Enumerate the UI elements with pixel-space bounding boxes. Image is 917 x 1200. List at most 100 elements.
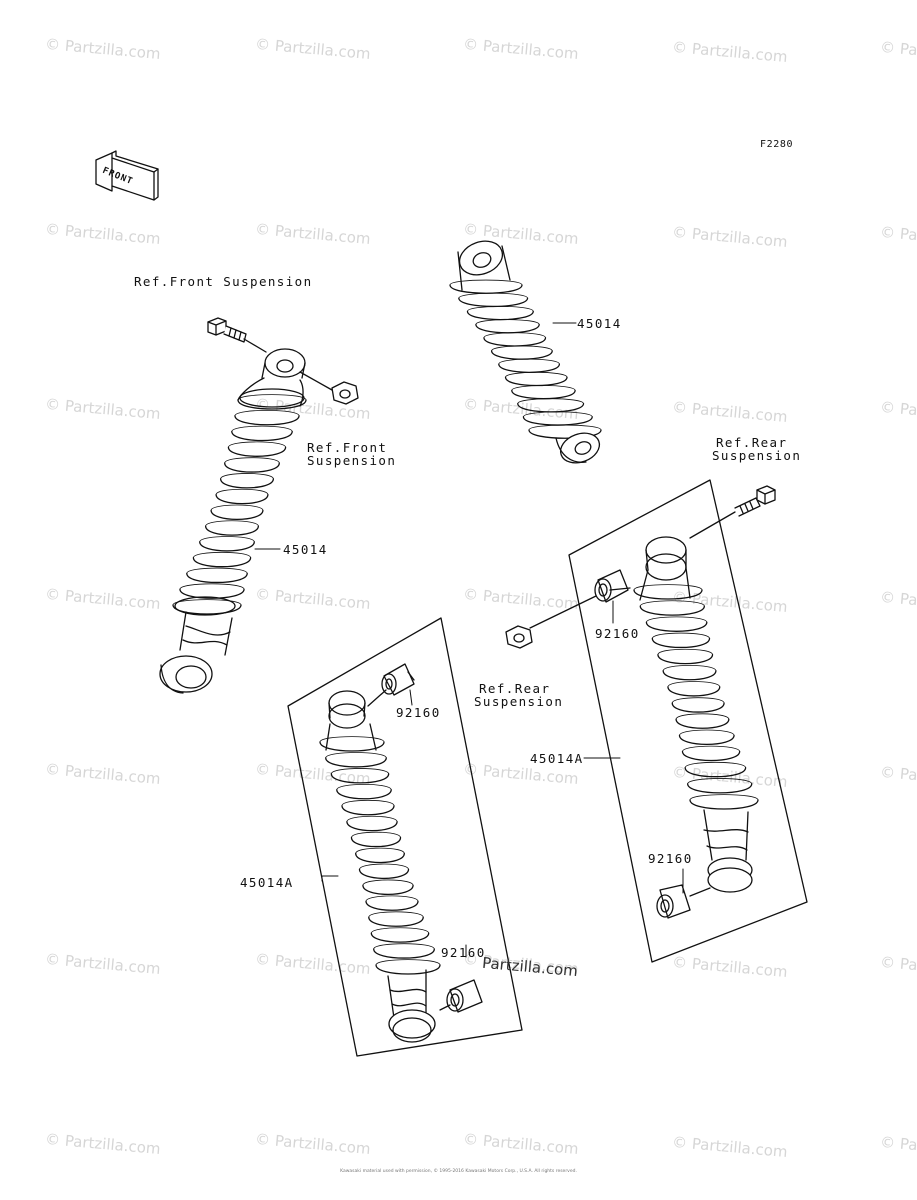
spring-coil-back <box>667 681 721 688</box>
label-ref-front-suspension-nut: Ref.Front Suspension <box>307 441 396 467</box>
spring-coil-back <box>498 358 560 365</box>
rear-shock-box-right <box>505 479 808 963</box>
spring-coil-back <box>679 729 735 736</box>
spring-coil-back <box>523 411 593 418</box>
label-line-2: Suspension <box>307 453 397 468</box>
spring-coil <box>475 323 540 334</box>
spring-coil-back <box>330 768 390 775</box>
spring-coil-back <box>237 394 307 401</box>
spring-coil-back <box>646 616 708 623</box>
spring-coil <box>504 376 568 387</box>
spring-coil-back <box>346 815 398 823</box>
spring-coil-back <box>657 648 713 656</box>
spring-coil <box>237 399 307 410</box>
spring-coil <box>368 916 424 927</box>
spring-coil <box>172 604 242 615</box>
spring-coil-back <box>341 799 395 807</box>
spring-coil <box>365 900 419 911</box>
spring-coil <box>215 493 269 505</box>
spring-coil <box>689 799 759 810</box>
spring-coil <box>224 462 280 473</box>
spring-coil-back <box>215 488 269 496</box>
spring-coil-back <box>193 551 251 559</box>
spring-coil <box>192 557 252 568</box>
spring-coil-back <box>220 473 274 480</box>
spring-coil <box>358 868 410 879</box>
spring-coil <box>231 430 293 442</box>
front-mount-nut-icon <box>331 381 359 405</box>
spring-coil <box>458 297 529 308</box>
spring-coil <box>517 402 585 413</box>
label-part-45014-front: 45014 <box>283 542 328 557</box>
label-part-92160-upper-right: 92160 <box>595 626 640 641</box>
spring-coil <box>511 389 576 400</box>
label-line-2: Suspension <box>474 694 564 709</box>
spring-coil-back <box>370 927 430 934</box>
spring-coil-back <box>319 736 385 743</box>
front-mount-bolt-icon <box>207 317 247 343</box>
spring-coil-back <box>234 410 300 417</box>
spring-coil-back <box>483 332 546 339</box>
spring-coil-back <box>359 863 409 870</box>
label-ref-rear-suspension-nut: Ref.Rear Suspension <box>474 682 563 708</box>
spring-coil-back <box>639 600 705 607</box>
label-line-1: Ref.Rear <box>479 681 551 696</box>
spring-coil <box>490 350 553 360</box>
spring-coil-back <box>336 784 392 791</box>
label-ref-rear-suspension-bolt: Ref.Rear Suspension <box>712 436 801 462</box>
spring-coil-back <box>365 895 419 902</box>
spring-coil <box>199 541 255 552</box>
spring-coil <box>325 757 387 768</box>
label-ref-front-suspension-top: Ref.Front Suspension <box>134 274 313 289</box>
spring-coil <box>449 284 523 294</box>
spring-coil <box>204 525 260 536</box>
spring-coil <box>633 589 703 600</box>
label-part-45014a-right: 45014A <box>530 751 584 766</box>
spring-coil <box>210 509 264 520</box>
spring-coil <box>219 478 275 489</box>
spring-coil-back <box>467 306 534 312</box>
spring-coil <box>336 789 392 800</box>
spring-coil <box>179 588 245 599</box>
spring-coil <box>528 429 602 439</box>
spring-coil <box>667 686 721 697</box>
spring-coil-back <box>179 583 245 590</box>
spring-coil-back <box>651 632 710 639</box>
spring-coil-back <box>517 398 584 405</box>
spring-coil-back <box>375 959 441 966</box>
spring-coil-back <box>528 424 602 431</box>
spring-coil <box>186 572 248 584</box>
copyright-text: Kawasaki material used with permission, … <box>340 1169 577 1174</box>
rear-shock-box-left <box>287 617 523 1057</box>
spring-coil-back <box>449 279 523 286</box>
spring-coil-back <box>511 385 576 391</box>
spring-coil <box>684 767 747 778</box>
label-line-2: Suspension <box>712 448 802 463</box>
spring-coil-back <box>368 911 424 918</box>
spring-coil-back <box>675 713 730 720</box>
spring-coil <box>350 836 402 848</box>
spring-coil-back <box>687 778 753 785</box>
spring-coil-back <box>633 584 703 591</box>
spring-coil-back <box>355 847 405 854</box>
spring-coil-back <box>505 371 568 378</box>
spring-coil-back <box>351 831 401 838</box>
spring-coil-back <box>684 761 746 769</box>
spring-coil <box>498 363 561 373</box>
spring-coil-back <box>210 504 264 511</box>
spring-coil <box>483 337 547 347</box>
label-part-45014a-left: 45014A <box>240 875 294 890</box>
spring-coil-back <box>172 599 242 606</box>
spring-coil-back <box>186 567 248 574</box>
spring-coil-back <box>458 292 528 299</box>
spring-coil <box>686 783 753 794</box>
rear-mount-bolt-icon <box>734 485 776 517</box>
label-line-1: Ref.Rear <box>716 435 788 450</box>
rear-mount-nut-icon <box>505 625 533 649</box>
front-arrow-icon <box>95 150 159 201</box>
spring-coil <box>645 621 708 632</box>
spring-coil <box>675 718 730 729</box>
spring-coil <box>657 653 714 665</box>
